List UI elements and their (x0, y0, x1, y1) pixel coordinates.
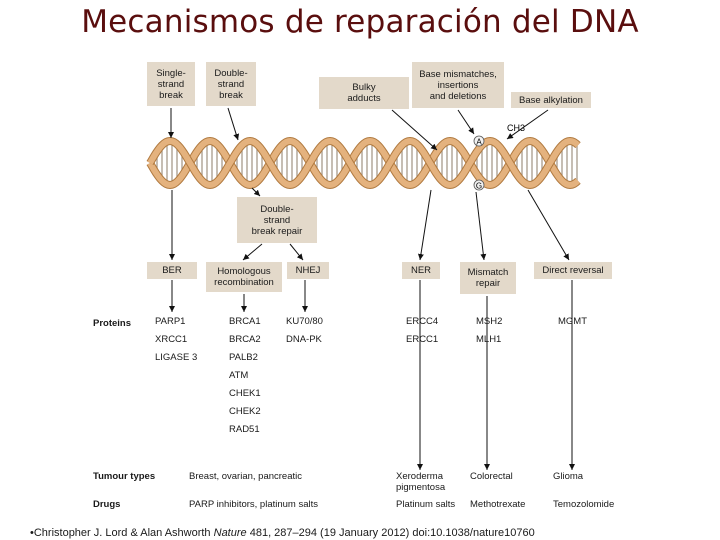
nhej-label: NHEJ (295, 265, 321, 276)
bulky-adducts-box: Bulky adducts (319, 77, 409, 109)
protein-item: CHEK2 (229, 406, 261, 417)
protein-item: MLH1 (476, 334, 502, 345)
arrow-helix-to-ner (417, 189, 432, 261)
arrow-dsb-repair-to-hr (242, 243, 263, 261)
adenine-marker (473, 135, 485, 147)
direct-drugs: Temozolomide (553, 499, 615, 510)
tumour-types-row-label: Tumour types (93, 471, 156, 482)
hr-box: Homologous recombination (206, 262, 282, 292)
arrow-alkylation-to-helix (506, 109, 549, 140)
ner-drugs: Platinum salts (396, 499, 456, 510)
double-strand-break-label: Double- strand break (214, 67, 248, 101)
arrow-helix-to-direct (527, 189, 570, 261)
mmr-box: Mismatch repair (460, 262, 516, 294)
protein-item: ERCC4 (406, 316, 439, 327)
methyl-label: CH3 (507, 123, 525, 133)
base-mismatches-label: Base mismatches, insertions and deletion… (419, 68, 497, 102)
base-alkylation-label: Base alkylation (519, 94, 583, 106)
hr-label: Homologous recombination (214, 266, 274, 288)
ber-box: BER (147, 262, 197, 279)
page-title: Mecanismos de reparación del DNA (81, 4, 639, 40)
hr-tumour-types: Breast, ovarian, pancreatic (189, 471, 303, 482)
ner-label: NER (410, 265, 432, 276)
protein-item: PALB2 (229, 352, 258, 363)
direct-reversal-label: Direct reversal (542, 265, 604, 276)
protein-item: DNA-PK (286, 334, 322, 345)
mmr-tumour-types: Colorectal (470, 471, 513, 482)
dna-strand-1 (147, 137, 581, 189)
proteins-row-label: Proteins (93, 318, 132, 329)
ner-proteins: ERCC4 ERCC1 (406, 313, 438, 349)
citation-suffix: 481, 287–294 (19 January 2012) doi:10.10… (246, 527, 535, 539)
citation-journal: Nature (213, 527, 247, 539)
guanine-marker (473, 179, 485, 191)
nhej-proteins: KU70/80 DNA-PK (286, 313, 323, 349)
citation: •Christopher J. Lord & Alan Ashworth Nat… (30, 527, 535, 539)
ber-proteins: PARP1 XRCC1 LIGASE 3 (155, 313, 197, 367)
base-alkylation-box: Base alkylation (511, 92, 591, 108)
dsb-repair-box: Double- strand break repair (237, 197, 317, 243)
mmr-drugs: Methotrexate (470, 499, 526, 510)
protein-item: CHEK1 (229, 388, 261, 399)
ner-box: NER (402, 262, 440, 279)
protein-item: KU70/80 (286, 316, 323, 327)
bulky-adducts-label: Bulky adducts (347, 82, 381, 104)
single-strand-break-label: Single- strand break (156, 67, 186, 101)
adenine-label: A (476, 138, 482, 147)
pathway-arrows (168, 107, 575, 470)
arrow-mismatch-to-helix (457, 109, 475, 135)
dna-double-helix (146, 136, 581, 190)
double-strand-break-box: Double- strand break (206, 62, 256, 106)
arrow-dsb-repair-to-nhej (289, 243, 304, 261)
protein-item: ERCC1 (406, 334, 439, 345)
protein-item: ATM (229, 370, 249, 381)
citation-prefix: •Christopher J. Lord & Alan Ashworth (30, 527, 214, 539)
base-mismatches-box: Base mismatches, insertions and deletion… (412, 62, 504, 108)
hr-drugs: PARP inhibitors, platinum salts (189, 499, 319, 510)
protein-item: LIGASE 3 (155, 352, 198, 363)
arrow-dsb-to-helix (227, 107, 240, 141)
hr-proteins: BRCA1 BRCA2 PALB2 ATM CHEK1 CHEK2 RAD51 (229, 313, 261, 439)
ber-label: BER (162, 265, 182, 276)
protein-item: BRCA1 (229, 316, 261, 327)
direct-reversal-box: Direct reversal (534, 262, 612, 279)
single-strand-break-box: Single- strand break (147, 62, 195, 106)
guanine-label: G (476, 182, 482, 191)
protein-item: MGMT (558, 316, 588, 327)
arrow-helix-to-mmr (475, 191, 487, 261)
protein-item: RAD51 (229, 424, 260, 435)
protein-item: XRCC1 (155, 334, 188, 345)
ner-tumour-types: Xeroderma pigmentosa (396, 471, 446, 493)
arrow-bulky-to-helix (391, 109, 438, 151)
drugs-row-label: Drugs (93, 499, 121, 510)
nhej-box: NHEJ (287, 262, 329, 279)
protein-item: PARP1 (155, 316, 186, 327)
direct-tumour-types: Glioma (553, 471, 584, 482)
dsb-repair-label: Double- strand break repair (251, 203, 303, 237)
mmr-proteins: MSH2 MLH1 (476, 313, 502, 349)
protein-item: MSH2 (476, 316, 503, 327)
protein-item: BRCA2 (229, 334, 261, 345)
direct-proteins: MGMT (558, 313, 587, 331)
arrow-helix-to-dsb-repair (251, 187, 261, 197)
mmr-label: Mismatch repair (467, 267, 509, 289)
dna-strand-2 (147, 137, 581, 189)
